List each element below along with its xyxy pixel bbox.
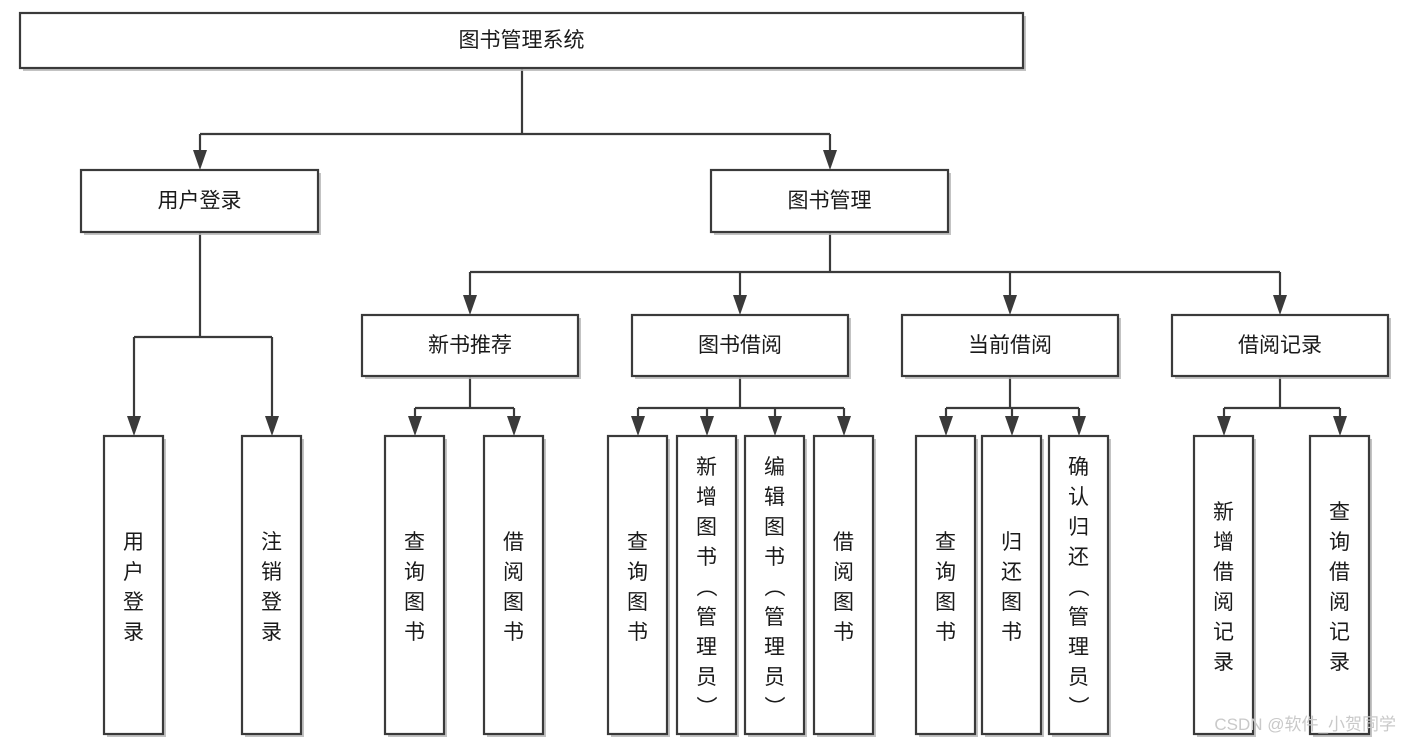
node-box-leaf[interactable] (1308, 434, 1371, 736)
node-leaf-borrow-book-2[interactable]: 借阅图书 (812, 434, 876, 737)
node-label: 借阅记录 (1238, 334, 1322, 357)
node-box-leaf[interactable] (980, 434, 1043, 736)
arrow-head-icon (823, 150, 837, 170)
node-box-level3[interactable] (630, 313, 850, 378)
node-box-leaf[interactable] (675, 434, 738, 736)
arrow-head-icon (837, 416, 851, 436)
arrow-head-icon (408, 416, 422, 436)
node-box-level2[interactable] (79, 168, 320, 234)
node-leaf-edit-book[interactable]: 编辑图书（管理员） (743, 434, 807, 737)
node-box-leaf[interactable] (383, 434, 446, 736)
node-leaf-add-record[interactable]: 新增借阅记录 (1192, 434, 1256, 737)
node-leaf-add-book[interactable]: 新增图书（管理员） (675, 434, 739, 737)
node-box-leaf[interactable] (482, 434, 545, 736)
node-leaf-confirm-return[interactable]: 确认归还（管理员） (1047, 434, 1111, 737)
arrow-head-icon (1005, 416, 1019, 436)
node-label: 查询借阅记录 (1329, 501, 1350, 674)
node-leaf-return-book[interactable]: 归还图书 (980, 434, 1044, 737)
node-label: 图书管理系统 (459, 29, 585, 52)
node-label: 注销登录 (261, 531, 282, 644)
arrow-head-icon (1217, 416, 1231, 436)
node-leaf-query-book-1[interactable]: 查询图书 (383, 434, 447, 737)
arrow-head-icon (1333, 416, 1347, 436)
arrow-head-icon (1273, 295, 1287, 315)
node-leaf-query-record[interactable]: 查询借阅记录 (1308, 434, 1372, 737)
node-borrow-record[interactable]: 借阅记录 (1170, 313, 1391, 379)
node-box-level3[interactable] (900, 313, 1120, 378)
node-root[interactable]: 图书管理系统 (18, 11, 1026, 71)
node-box-leaf[interactable] (914, 434, 977, 736)
arrow-head-icon (768, 416, 782, 436)
node-label: 图书管理 (788, 190, 872, 213)
connector-currentborrow-to-leaves (939, 376, 1086, 436)
connector-bookmanage-to-level3 (463, 232, 1287, 315)
node-box-root[interactable] (18, 11, 1025, 70)
node-leaf-logout[interactable]: 注销登录 (240, 434, 304, 737)
connector-userlogin-to-leaves (127, 232, 279, 436)
node-label: 用户登录 (158, 190, 242, 213)
node-label: 当前借阅 (968, 334, 1052, 357)
connector-borrowrecord-to-leaves (1217, 376, 1347, 436)
node-box-level2[interactable] (709, 168, 950, 234)
node-box-leaf[interactable] (1047, 434, 1110, 736)
node-box-leaf[interactable] (606, 434, 669, 736)
node-label: 查询图书 (627, 531, 648, 644)
node-label: 新增借阅记录 (1213, 501, 1234, 674)
node-label: 确认归还（管理员） (1068, 456, 1090, 719)
node-box-level3[interactable] (1170, 313, 1390, 378)
node-box-leaf[interactable] (102, 434, 165, 736)
connector-root-to-level2 (193, 68, 837, 170)
node-leaf-user-login[interactable]: 用户登录 (102, 434, 166, 737)
arrow-head-icon (193, 150, 207, 170)
node-label: 用户登录 (123, 531, 144, 644)
node-label: 归还图书 (1001, 531, 1022, 644)
node-book-borrow[interactable]: 图书借阅 (630, 313, 851, 379)
node-box-leaf[interactable] (812, 434, 875, 736)
connector-newbookrec-to-leaves (408, 376, 521, 436)
connector-layer (127, 68, 1347, 436)
node-box-leaf[interactable] (743, 434, 806, 736)
watermark-label: CSDN @软件_小贺同学 (1214, 715, 1396, 734)
arrow-head-icon (631, 416, 645, 436)
node-label: 查询图书 (935, 531, 956, 644)
node-label: 图书借阅 (698, 334, 782, 357)
arrow-head-icon (127, 416, 141, 436)
node-layer: 图书管理系统用户登录图书管理新书推荐图书借阅当前借阅借阅记录用户登录注销登录查询… (18, 11, 1391, 737)
connector-bookborrow-to-leaves (631, 376, 851, 436)
arrow-head-icon (265, 416, 279, 436)
node-current-borrow[interactable]: 当前借阅 (900, 313, 1121, 379)
node-label: 查询图书 (404, 531, 425, 644)
arrow-head-icon (939, 416, 953, 436)
node-leaf-query-book-2[interactable]: 查询图书 (606, 434, 670, 737)
arrow-head-icon (463, 295, 477, 315)
node-box-leaf[interactable] (240, 434, 303, 736)
node-label: 新增图书（管理员） (696, 456, 718, 719)
node-box-level3[interactable] (360, 313, 580, 378)
node-label: 借阅图书 (833, 531, 854, 644)
arrow-head-icon (507, 416, 521, 436)
arrow-head-icon (1072, 416, 1086, 436)
arrow-head-icon (700, 416, 714, 436)
arrow-head-icon (733, 295, 747, 315)
node-book-manage[interactable]: 图书管理 (709, 168, 951, 235)
node-label: 借阅图书 (503, 531, 524, 644)
node-leaf-borrow-book-1[interactable]: 借阅图书 (482, 434, 546, 737)
node-leaf-query-book-3[interactable]: 查询图书 (914, 434, 978, 737)
node-box-leaf[interactable] (1192, 434, 1255, 736)
node-label: 编辑图书（管理员） (764, 456, 786, 719)
arrow-head-icon (1003, 295, 1017, 315)
node-user-login[interactable]: 用户登录 (79, 168, 321, 235)
node-label: 新书推荐 (428, 334, 512, 357)
node-new-book-rec[interactable]: 新书推荐 (360, 313, 581, 379)
